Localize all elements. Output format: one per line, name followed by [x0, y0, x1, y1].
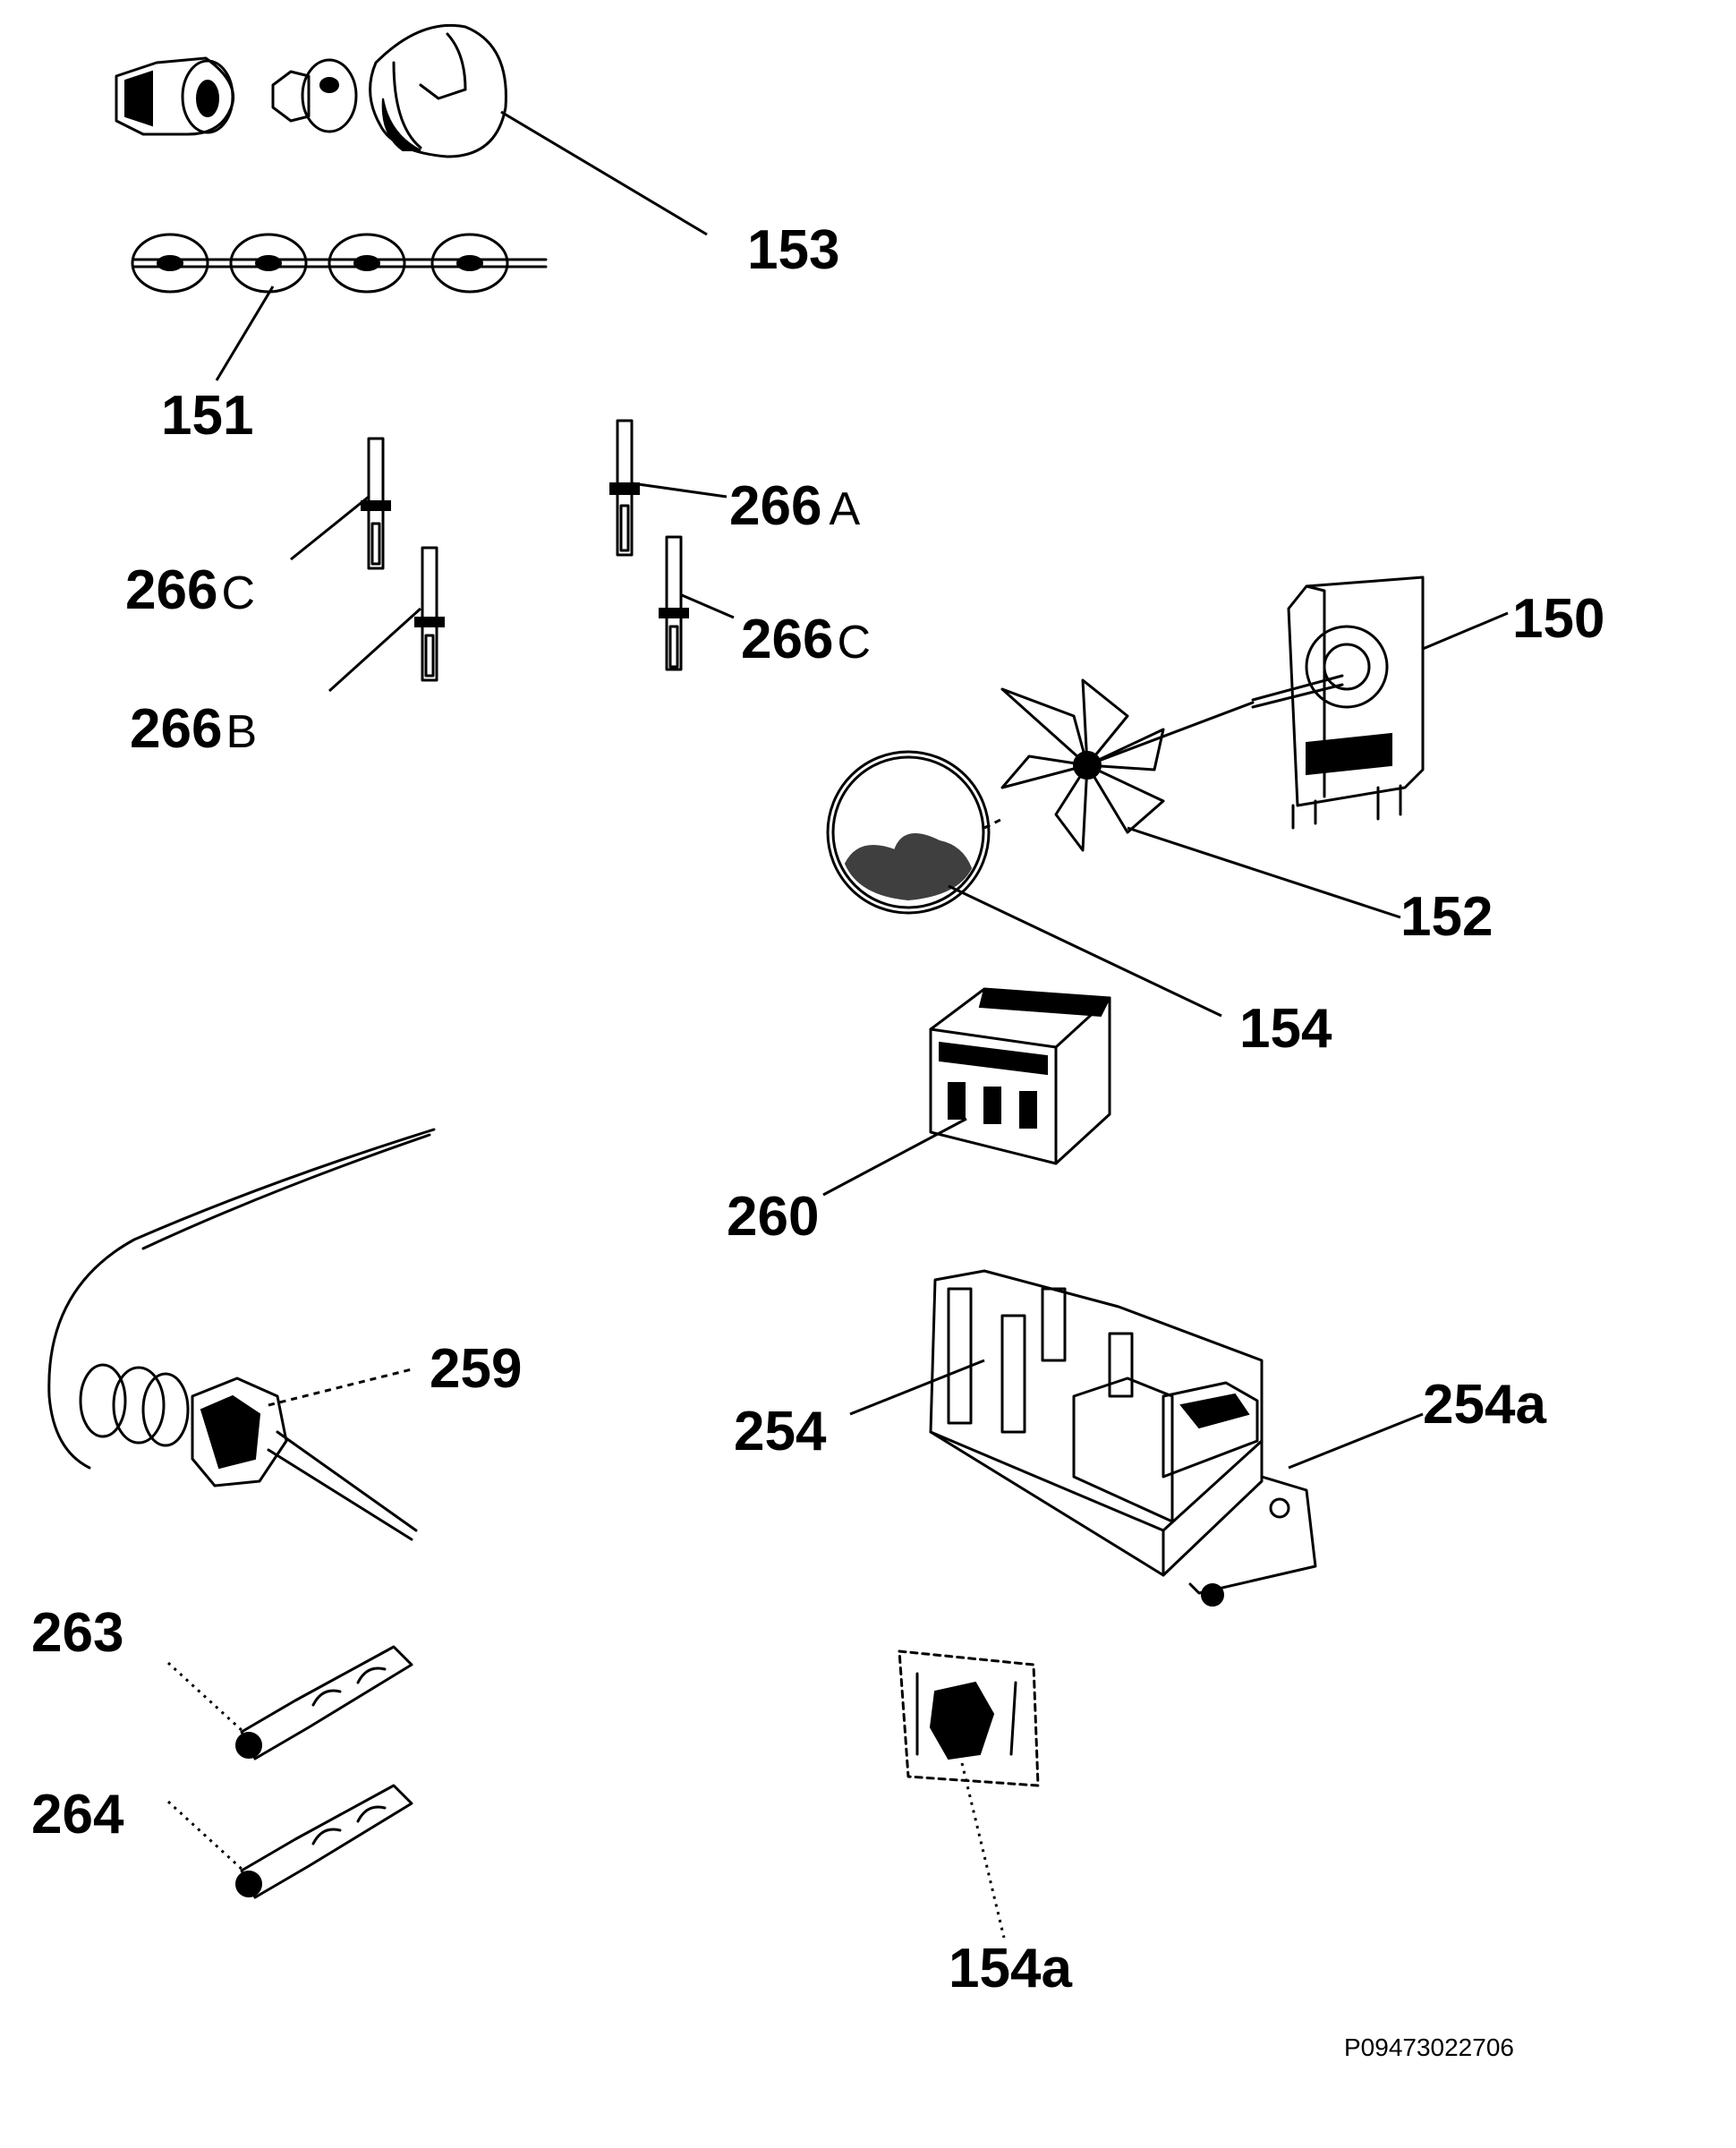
part-152-fan-blade [1000, 678, 1255, 852]
callout-266a-number: 266 [729, 475, 821, 537]
leader-152 [1127, 826, 1401, 919]
callout-266a-suffix: A [829, 483, 860, 535]
part-259-thermostat [47, 1128, 436, 1541]
leader-266c-left [290, 495, 370, 561]
leader-150 [1422, 611, 1509, 651]
callout-266c-left-number: 266 [125, 559, 217, 621]
part-150-fan-motor [1251, 575, 1425, 830]
part-153-lamp-assembly [115, 23, 507, 158]
callout-151: 151 [161, 385, 253, 447]
callout-264: 264 [31, 1784, 124, 1845]
callout-266c-left: 266C [125, 559, 255, 621]
callout-260: 260 [727, 1186, 819, 1248]
callout-152: 152 [1400, 886, 1493, 948]
part-266a-injector [609, 419, 640, 557]
leader-264 [166, 1800, 245, 1872]
callout-266b-suffix: B [226, 706, 257, 758]
callout-254a: 254a [1423, 1374, 1546, 1436]
leader-260 [822, 1117, 967, 1197]
part-154a-cover-plate [898, 1649, 1040, 1787]
leader-263 [166, 1661, 245, 1734]
part-264-burner-jet [235, 1784, 413, 1899]
part-263-burner-jet [235, 1645, 413, 1760]
leader-254 [849, 1359, 985, 1416]
reference-code: P09473022706 [1344, 2033, 1514, 2061]
part-260-terminal-block [929, 987, 1111, 1165]
callout-263: 263 [31, 1602, 123, 1664]
callout-266c-right: 266C [741, 609, 871, 670]
callout-266c-right-suffix: C [837, 617, 871, 669]
part-266b-injector [414, 546, 445, 682]
callout-153: 153 [747, 219, 839, 281]
leader-266a [631, 482, 728, 499]
part-266c-injector-right [659, 535, 689, 671]
callout-154: 154 [1239, 998, 1332, 1060]
callout-254: 254 [734, 1401, 827, 1462]
callout-266c-right-number: 266 [741, 609, 833, 670]
leader-151 [215, 286, 275, 381]
part-266c-injector-left [361, 437, 391, 570]
leader-266b [328, 607, 422, 693]
callout-266c-left-suffix: C [221, 567, 255, 619]
leader-259 [268, 1368, 413, 1407]
leader-154 [948, 884, 1222, 1018]
callout-266b-number: 266 [130, 698, 222, 760]
leader-266c-right [681, 593, 735, 619]
leader-154a [960, 1762, 1006, 1939]
part-151-ring-chain [131, 233, 548, 294]
leader-254a [1288, 1412, 1424, 1470]
part-154-grease-filter [826, 750, 1003, 915]
callout-154a: 154a [949, 1938, 1072, 1999]
callout-259: 259 [430, 1338, 522, 1400]
callout-266b: 266B [130, 698, 257, 760]
leader-153 [500, 110, 708, 236]
part-254-ignition-unit [929, 1269, 1317, 1607]
callout-150: 150 [1512, 588, 1604, 650]
